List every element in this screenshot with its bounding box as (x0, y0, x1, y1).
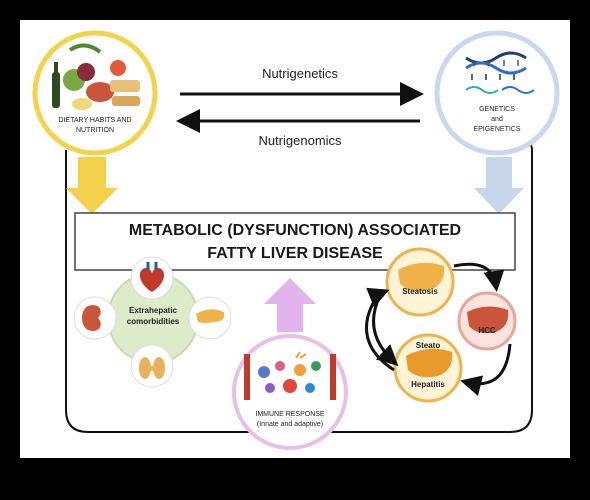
disease-cycle (365, 247, 517, 403)
cycle-arrow-hcc-steatohepatitis (460, 343, 512, 396)
genetics-down-arrow (474, 157, 524, 214)
dietary-down-arrow (66, 157, 118, 214)
dietary-label-line1: DIETARY HABITS AND (58, 117, 132, 124)
kidney-icon (73, 296, 117, 340)
steatosis-node (385, 247, 455, 317)
pancreas-icon (188, 296, 232, 340)
immune-label-line2: (Innate and adaptive) (256, 421, 324, 428)
dna-helix-icon (465, 51, 535, 94)
thyroid-icon (130, 344, 174, 388)
page-title-line2: FATTY LIVER DISEASE (207, 245, 383, 262)
heart-icon (130, 256, 174, 300)
hcc-label: HCC (478, 326, 496, 335)
steatohepatitis-node (393, 333, 463, 403)
genetics-circle (434, 30, 560, 156)
steatohepatitis-label-line1: Steato (415, 341, 441, 350)
immune-up-arrow (264, 278, 316, 332)
nutrigenomics-label: Nutrigenomics (258, 133, 342, 148)
immune-cells-icon (244, 351, 336, 400)
steatohepatitis-label-line2: Hepatitis (411, 380, 445, 389)
genetics-label-line2: and (491, 116, 503, 123)
food-illustration (52, 43, 140, 110)
genetics-label-line3: EPIGENETICS (473, 126, 521, 133)
cycle-arrow-steatosis-hcc (453, 262, 505, 292)
genetics-label-line1: GENETICS (479, 106, 515, 113)
comorbidities-cluster (73, 256, 232, 388)
steatosis-label: Steatosis (402, 287, 438, 296)
cycle-arrow-steatosis-steatohepatitis (372, 295, 399, 367)
liver-icon (398, 262, 445, 292)
nutrigenetics-label: Nutrigenetics (262, 66, 338, 81)
comorbidities-label-line2: comorbidities (126, 317, 180, 326)
comorbidities-label-line1: Extrahepatic (128, 306, 178, 315)
hcc-node (457, 291, 517, 351)
immune-circle (232, 334, 348, 450)
page-title-line1: METABOLIC (DYSFUNCTION) ASSOCIATED (128, 222, 462, 239)
dietary-circle (32, 30, 158, 156)
dietary-label-line2: NUTRITION (75, 127, 115, 134)
immune-label-line1: IMMUNE RESPONSE (255, 411, 325, 418)
